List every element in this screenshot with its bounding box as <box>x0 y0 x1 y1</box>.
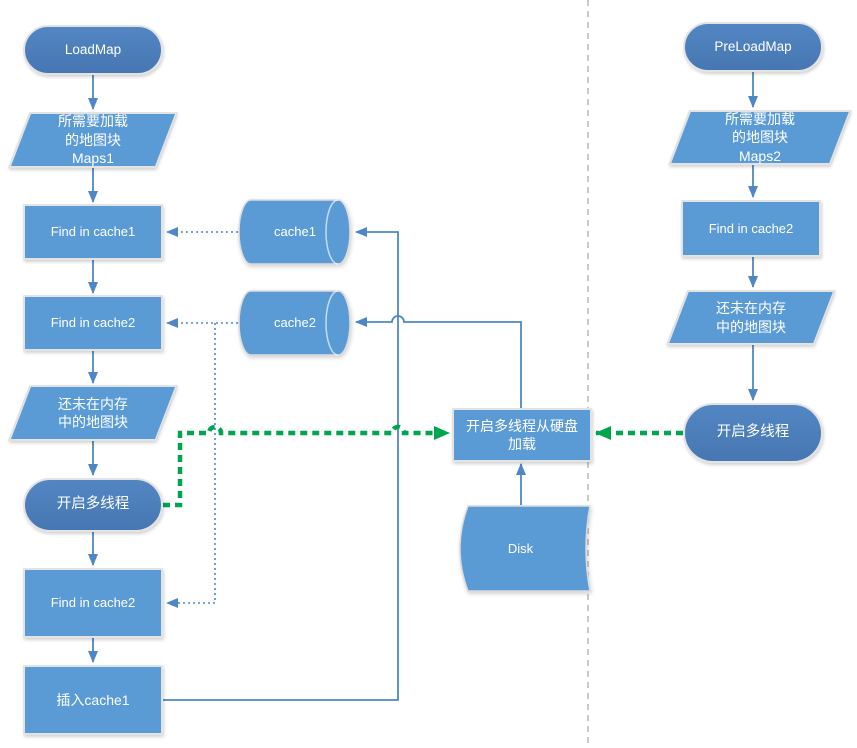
connector-threads-left-to-loadbox-green <box>163 424 450 508</box>
node-disk: Disk <box>449 505 592 592</box>
node-not-in-memory-left: 还未在内存 中的地图块 <box>8 385 178 441</box>
node-disk-label: Disk <box>507 540 534 556</box>
node-not-in-memory-right-label: 还未在内存 中的地图块 <box>716 300 786 335</box>
node-maps1: 所需要加载 的地图块 Maps1 <box>8 112 178 168</box>
stored-data-shape <box>459 505 591 592</box>
node-find-in-cache2-right: Find in cache2 <box>681 200 821 257</box>
node-insert-cache1-label: 插入cache1 <box>56 691 130 708</box>
node-maps2: 所需要加载 的地图块 Maps2 <box>668 110 852 165</box>
node-load-from-disk-label: 开启多线程从硬盘 加载 <box>466 417 578 452</box>
node-find-in-cache2-upper-label: Find in cache2 <box>50 315 136 331</box>
node-find-in-cache2-right-label: Find in cache2 <box>708 220 794 236</box>
node-cache1: cache1 <box>238 199 352 265</box>
connector-loadbox-to-cache2 <box>355 315 522 408</box>
connector-insertcache1-to-cache1 <box>163 227 399 701</box>
node-preloadmap-label: PreLoadMap <box>714 39 792 55</box>
cylinder-shape <box>238 290 351 356</box>
node-load-from-disk: 开启多线程从硬盘 加载 <box>452 408 592 462</box>
node-find-in-cache1-label: Find in cache1 <box>50 224 136 240</box>
node-start-threads-right: 开启多线程 <box>683 403 823 463</box>
node-find-in-cache2-upper: Find in cache2 <box>23 295 163 351</box>
node-cache2: cache2 <box>238 290 352 356</box>
node-loadmap-label: LoadMap <box>64 42 122 58</box>
node-find-in-cache1: Find in cache1 <box>23 204 163 260</box>
node-start-threads-right-label: 开启多线程 <box>716 424 790 441</box>
node-loadmap: LoadMap <box>23 25 163 75</box>
node-not-in-memory-right: 还未在内存 中的地图块 <box>666 290 836 345</box>
node-find-in-cache2-lower-label: Find in cache2 <box>50 595 136 611</box>
node-find-in-cache2-lower: Find in cache2 <box>23 568 163 638</box>
node-maps2-label: 所需要加载 的地图块 Maps2 <box>725 110 795 164</box>
node-insert-cache1: 插入cache1 <box>23 665 163 735</box>
node-cache1-label: cache1 <box>274 224 316 240</box>
node-preloadmap: PreLoadMap <box>683 22 823 72</box>
node-maps1-label: 所需要加载 的地图块 Maps1 <box>58 113 128 167</box>
connector-cache2-to-findcache2-lower-dotted <box>166 323 216 608</box>
cylinder-shape <box>238 199 351 265</box>
node-start-threads-left-label: 开启多线程 <box>56 496 130 513</box>
node-cache2-label: cache2 <box>274 315 316 331</box>
node-start-threads-left: 开启多线程 <box>23 478 163 532</box>
node-not-in-memory-left-label: 还未在内存 中的地图块 <box>58 395 128 430</box>
